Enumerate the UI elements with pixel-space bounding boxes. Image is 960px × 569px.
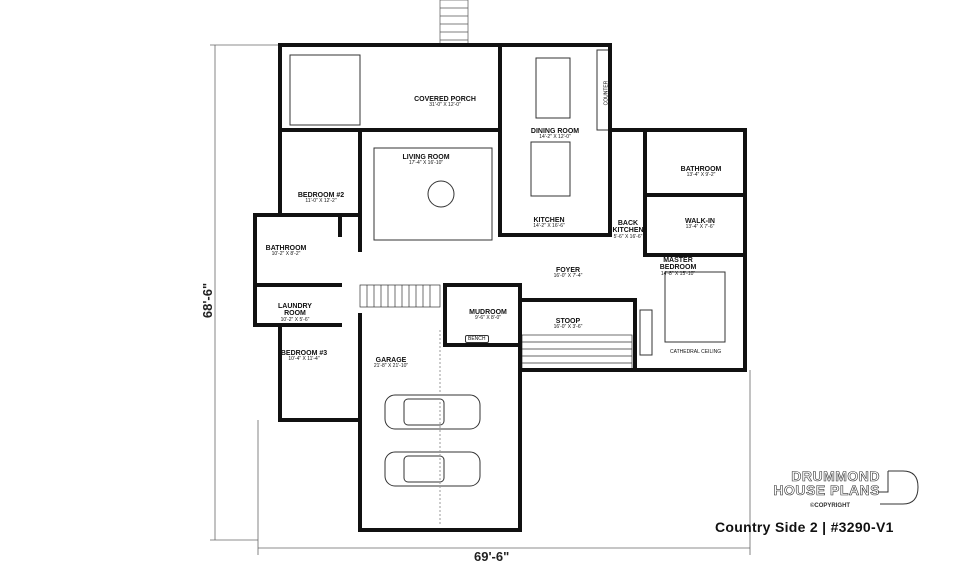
room-dimensions: 14'-2" X 16'-6" (533, 223, 565, 230)
logo-line-1: DRUMMOND (791, 468, 880, 484)
room-dimensions: 31'-0" X 12'-0" (429, 102, 461, 109)
room-walk-in: WALK-IN 13'-4" X 7'-6" (685, 218, 715, 231)
room-master-bathroom: BATHROOM 13'-4" X 9'-2" (681, 166, 722, 179)
room-mudroom: MUDROOM 9'-6" X 8'-0" (469, 309, 507, 322)
rear-stairs (439, 0, 469, 46)
room-name: LAUNDRY (278, 303, 312, 310)
room-name: DINING ROOM (530, 128, 580, 135)
room-laundry-room: LAUNDRY ROOM 10'-2" X 5'-6" (278, 303, 312, 323)
room-name: LIVING ROOM (402, 154, 450, 161)
room-name: COVERED PORCH (414, 96, 476, 103)
room-dimensions: 17'-4" X 16'-10" (408, 160, 444, 167)
room-kitchen: KITCHEN 14'-2" X 16'-6" (533, 217, 565, 230)
room-stoop: STOOP 16'-0" X 3'-6" (554, 318, 583, 331)
room-back-kitchen: BACK KITCHEN 5'-6" X 16'-6" (612, 220, 643, 240)
room-bathroom: BATHROOM 10'-2" X 8'-2" (266, 245, 307, 258)
room-dimensions: 13'-4" X 9'-2" (686, 172, 716, 179)
room-name: STOOP (555, 318, 581, 325)
room-dimensions: 14'-8" X 15'-10" (660, 270, 696, 277)
room-dimensions: 10'-2" X 8'-2" (271, 251, 301, 258)
room-name: BEDROOM #2 (297, 192, 345, 199)
room-dimensions: 14'-2" X 12'-0" (539, 134, 571, 141)
room-name: WALK-IN (685, 218, 715, 225)
room-name: MUDROOM (469, 309, 507, 316)
room-name: BEDROOM (659, 264, 697, 272)
copyright-label: ©COPYRIGHT (810, 503, 851, 509)
room-name: KITCHEN (612, 227, 644, 235)
room-dimensions: 11'-0" X 12'-2" (305, 198, 337, 205)
room-name: BACK (617, 220, 639, 227)
room-covered-porch: COVERED PORCH 31'-0" X 12'-0" (414, 96, 476, 109)
room-dimensions: 10'-4" X 11'-4" (288, 356, 320, 363)
room-living-room: LIVING ROOM 17'-4" X 16'-10" (402, 154, 449, 167)
cathedral-ceiling-label: CATHEDRAL CEILING (670, 349, 722, 355)
room-dimensions: 9'-6" X 8'-0" (474, 315, 502, 322)
room-name: ROOM (284, 310, 306, 318)
car (384, 394, 481, 430)
interior-lines (289, 49, 726, 525)
room-dimensions: 10'-2" X 5'-6" (280, 316, 310, 323)
room-dimensions: 21'-8" X 21'-10" (373, 363, 409, 370)
room-bedroom-3: BEDROOM #3 10'-4" X 11'-4" (281, 350, 327, 363)
counter-label: COUNTER (603, 80, 610, 106)
room-name: KITCHEN (533, 217, 565, 224)
overall-width-dimension: 69'-6" (470, 549, 514, 564)
overall-depth-dimension: 68'-6" (200, 282, 216, 319)
room-name: FOYER (555, 267, 581, 274)
room-dining-room: DINING ROOM 14'-2" X 12'-0" (531, 128, 579, 141)
drummond-logo: DRUMMOND HOUSE PLANS (755, 468, 880, 498)
room-dimensions: 5'-6" X 16'-6" (613, 233, 643, 240)
room-name: GARAGE (375, 357, 407, 364)
room-bedroom-2: BEDROOM #2 11'-0" X 12'-2" (298, 192, 344, 205)
logo-line-2: HOUSE PLANS (773, 482, 880, 498)
car (384, 451, 481, 487)
room-name: MASTER (663, 257, 693, 264)
room-garage: GARAGE 21'-8" X 21'-10" (374, 357, 408, 370)
dimension-lines (210, 44, 751, 555)
walls (253, 43, 747, 532)
room-dimensions: 16'-0" X 3'-6" (553, 324, 583, 331)
room-dimensions: 13'-4" X 7'-6" (685, 224, 715, 231)
bench-label: BENCH (465, 335, 489, 343)
room-name: BATHROOM (680, 166, 722, 173)
room-name: BEDROOM #3 (280, 350, 328, 357)
room-foyer: FOYER 16'-0" X 7'-4" (554, 267, 583, 280)
room-dimensions: 16'-0" X 7'-4" (553, 273, 583, 280)
room-master-bedroom: MASTER BEDROOM 14'-8" X 15'-10" (660, 257, 697, 277)
plan-title: Country Side 2 | #3290-V1 (715, 519, 894, 535)
room-name: BATHROOM (265, 245, 307, 252)
